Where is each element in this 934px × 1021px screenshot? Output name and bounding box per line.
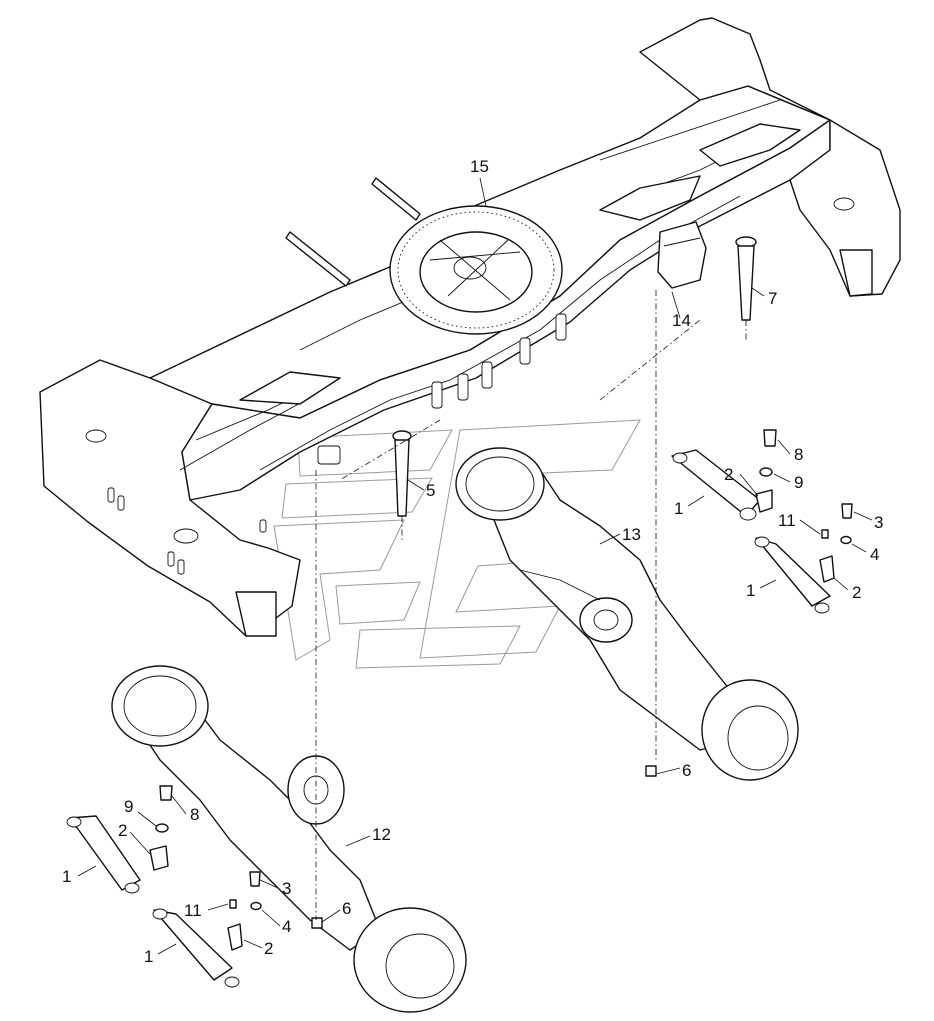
assembly-lines xyxy=(315,290,701,920)
callout-pin-7: 7 xyxy=(768,289,777,308)
callout-bracket-14: 14 xyxy=(672,311,691,330)
rear-axle xyxy=(455,447,799,781)
callout-left-cylinder-upper-1: 1 xyxy=(62,867,71,886)
callout-left-bolt-8: 8 xyxy=(190,805,199,824)
bracket-14 xyxy=(657,221,707,289)
left-cylinder-upper xyxy=(66,815,141,894)
callout-rear-axle: 13 xyxy=(622,525,641,544)
callout-right-washer-4: 4 xyxy=(870,545,879,564)
pin-7 xyxy=(735,236,757,342)
callout-left-pivot-upper-2: 2 xyxy=(118,821,127,840)
callout-right-nipple-11: 11 xyxy=(778,511,796,530)
side-wall-slots xyxy=(107,313,567,575)
callout-right-bolt-3: 3 xyxy=(874,513,883,532)
right-hardware xyxy=(645,429,853,777)
callout-labels: 15 7 14 5 13 12 8 9 1 2 3 11 4 1 2 6 9 8… xyxy=(62,157,883,966)
right-cylinder-lower xyxy=(754,536,831,614)
callout-left-bolt-3: 3 xyxy=(282,879,291,898)
callout-right-nut-6: 6 xyxy=(682,761,691,780)
left-cylinder-lower xyxy=(152,908,240,988)
callout-left-washer-9: 9 xyxy=(124,797,133,816)
callout-left-nut-6: 6 xyxy=(342,899,351,918)
callout-left-cylinder-lower-1: 1 xyxy=(144,947,153,966)
pin-5 xyxy=(392,430,412,540)
leader-lines xyxy=(77,177,873,955)
right-cylinder-upper xyxy=(671,449,761,521)
callout-right-pivot-lower-2: 2 xyxy=(852,583,861,602)
callout-left-pivot-lower-2: 2 xyxy=(264,939,273,958)
callout-frame: 15 xyxy=(470,157,489,176)
callout-right-cylinder-lower-1: 1 xyxy=(746,581,755,600)
callout-front-axle: 12 xyxy=(372,825,391,844)
callout-right-pivot-upper-2: 2 xyxy=(724,465,733,484)
main-frame xyxy=(39,17,901,637)
callout-pin-5: 5 xyxy=(426,481,435,500)
left-hardware xyxy=(149,785,323,951)
callout-right-washer-9: 9 xyxy=(794,473,803,492)
front-axle xyxy=(111,665,467,1013)
callout-right-cylinder-upper-1: 1 xyxy=(674,499,683,518)
callout-left-washer-4: 4 xyxy=(282,917,291,936)
callout-left-nipple-11: 11 xyxy=(184,901,202,920)
callout-right-bolt-8: 8 xyxy=(794,445,803,464)
